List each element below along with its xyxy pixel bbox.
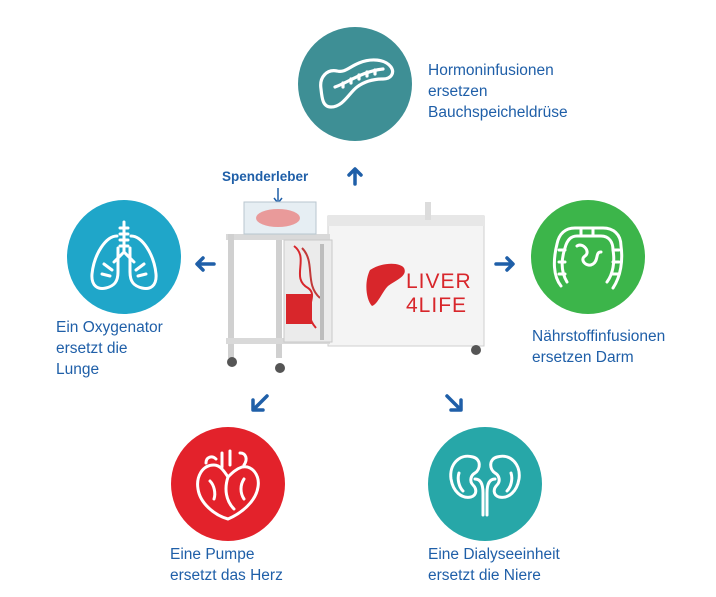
- kidney-caption: Eine Dialyseeinheit ersetzt die Niere: [428, 544, 560, 586]
- lungs-icon: [90, 220, 158, 290]
- intestine-caption-line1: Nährstoffinfusionen: [532, 328, 666, 345]
- arrow-down-left-icon: [249, 392, 271, 414]
- intestine-circle: [531, 200, 645, 314]
- arrow-up-icon: [346, 166, 364, 186]
- liver-logo-icon: [366, 263, 405, 306]
- pancreas-caption-line3: Bauchspeicheldrüse: [428, 104, 568, 121]
- lung-caption-line1: Ein Oxygenator: [56, 319, 163, 336]
- kidney-caption-line1: Eine Dialyseeinheit: [428, 546, 560, 563]
- brand-line2: 4LIFE: [406, 294, 467, 317]
- liver4life-machine: LIVER 4LIFE: [226, 188, 485, 373]
- pancreas-circle: [298, 27, 412, 141]
- pancreas-icon: [319, 58, 395, 109]
- brand-line1: LIVER: [406, 270, 472, 293]
- pancreas-caption-line2: ersetzen: [428, 83, 488, 100]
- donor-liver-label: Spenderleber: [222, 169, 309, 184]
- heart-caption: Eine Pumpe ersetzt das Herz: [170, 544, 283, 586]
- kidney-caption-line2: ersetzt die Niere: [428, 567, 541, 584]
- lung-caption-line3: Lunge: [56, 361, 100, 378]
- intestine-icon: [552, 226, 624, 290]
- heart-caption-line2: ersetzt das Herz: [170, 567, 283, 584]
- heart-circle: [171, 427, 285, 541]
- intestine-caption: Nährstoffinfusionen ersetzen Darm: [532, 326, 665, 368]
- arrow-down-right-icon: [443, 392, 465, 414]
- kidney-circle: [428, 427, 542, 541]
- lung-caption-line2: ersetzt die: [56, 340, 128, 357]
- arrow-right-icon: [494, 255, 516, 273]
- lung-caption: Ein Oxygenator ersetzt die Lunge: [56, 317, 163, 380]
- heart-icon: [196, 449, 260, 521]
- heart-caption-line1: Eine Pumpe: [170, 546, 255, 563]
- pancreas-caption: Hormoninfusionen ersetzen Bauchspeicheld…: [428, 60, 568, 123]
- lung-circle: [67, 200, 181, 314]
- intestine-caption-line2: ersetzen Darm: [532, 349, 634, 366]
- pancreas-caption-line1: Hormoninfusionen: [428, 62, 554, 79]
- arrow-left-icon: [194, 255, 216, 273]
- kidney-icon: [449, 454, 521, 517]
